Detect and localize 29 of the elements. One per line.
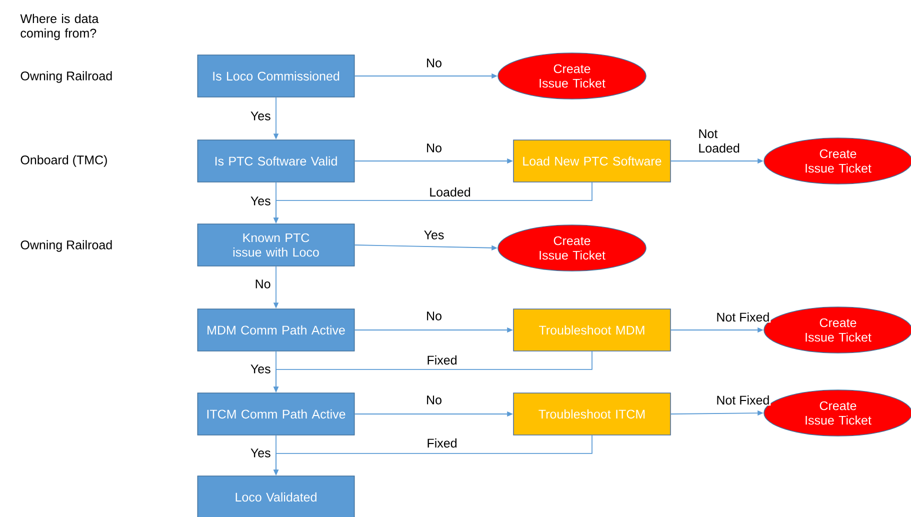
edge-label: No bbox=[425, 142, 443, 154]
action-box: Load New PTC Software bbox=[513, 140, 671, 182]
edge-label: No bbox=[254, 278, 272, 290]
edge-label: Loaded bbox=[428, 186, 472, 198]
decision-box: Is Loco Commissioned bbox=[197, 54, 355, 98]
action-box: Troubleshoot ITCM bbox=[513, 392, 671, 436]
edge-label: Not Fixed bbox=[715, 394, 771, 406]
decision-box: Known PTC issue with Loco bbox=[197, 224, 355, 266]
edge-label: Fixed bbox=[426, 437, 458, 449]
side-label: Where is data coming from? bbox=[20, 14, 99, 40]
decision-box: ITCM Comm Path Active bbox=[197, 392, 355, 436]
decision-box: Loco Validated bbox=[197, 476, 355, 517]
edge-label: No bbox=[425, 310, 443, 322]
action-box: Troubleshoot MDM bbox=[513, 308, 671, 352]
edge-label: Yes bbox=[249, 110, 272, 122]
edge-label: Yes bbox=[249, 196, 272, 206]
edge-label: Yes bbox=[249, 364, 272, 374]
edge-label: No bbox=[425, 58, 443, 68]
side-label: Owning Railroad bbox=[20, 71, 112, 83]
edge-label: Not Fixed bbox=[715, 311, 771, 323]
edge-label: Yes bbox=[249, 448, 272, 458]
decision-box: Is PTC Software Valid bbox=[197, 140, 355, 182]
decision-box: MDM Comm Path Active bbox=[197, 308, 355, 352]
edge-label: Fixed bbox=[426, 354, 458, 366]
edge-label: Yes bbox=[422, 230, 446, 240]
side-label: Owning Railroad bbox=[20, 240, 112, 252]
side-label: Onboard (TMC) bbox=[20, 155, 107, 167]
edge-label: No bbox=[425, 394, 443, 406]
edge-label: Not Loaded bbox=[697, 128, 748, 154]
